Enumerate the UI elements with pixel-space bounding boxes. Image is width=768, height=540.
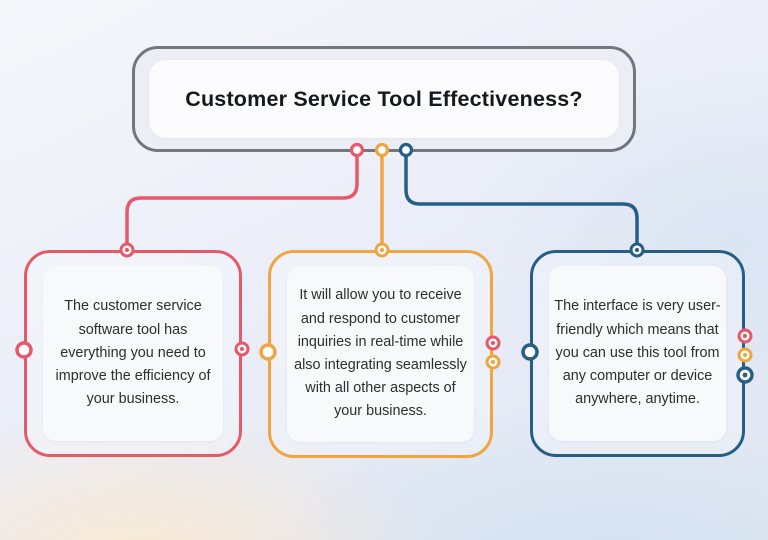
text-line: The interface is very user- [554, 298, 721, 315]
root-node-title: Customer Service Tool Effectiveness? [185, 86, 583, 111]
text-line: friendly which means that [556, 321, 719, 338]
text-line: software tool has [78, 321, 188, 338]
root-node: Customer Service Tool Effectiveness? [132, 46, 636, 152]
text-line: inquiries in real-time while [297, 333, 464, 350]
branch-node-1-panel: The customer service software tool has e… [43, 266, 223, 441]
text-line: any computer or device [562, 368, 713, 385]
text-line: with all other aspects of [305, 380, 456, 397]
text-line: and respond to customer [300, 310, 461, 327]
text-line: It will allow you to receive [299, 287, 462, 304]
connector-blue [404, 149, 639, 251]
branch-node-3-text: The interface is very user- friendly whi… [554, 295, 720, 411]
branch-node-2-text: It will allow you to receive and respond… [294, 284, 467, 423]
branch-node-3-panel: The interface is very user- friendly whi… [549, 266, 726, 441]
text-line: everything you need to [60, 344, 206, 361]
text-line: also integrating seamlessly [294, 357, 467, 373]
text-line: improve the efficiency of [55, 368, 211, 385]
text-line: The customer service [64, 298, 202, 315]
branch-node-1-text: The customer service software tool has e… [56, 295, 211, 411]
text-line: you can use this tool from [555, 344, 720, 361]
connector-red [125, 149, 359, 251]
branch-node-1: The customer service software tool has e… [24, 250, 242, 457]
branch-node-3: The interface is very user- friendly whi… [530, 250, 745, 457]
text-line: your business. [334, 403, 427, 420]
text-line: anywhere, anytime. [575, 391, 700, 408]
branch-node-2: It will allow you to receive and respond… [268, 250, 493, 458]
branch-node-2-panel: It will allow you to receive and respond… [287, 266, 474, 442]
text-line: your business. [86, 391, 180, 408]
root-node-panel: Customer Service Tool Effectiveness? [149, 60, 619, 138]
